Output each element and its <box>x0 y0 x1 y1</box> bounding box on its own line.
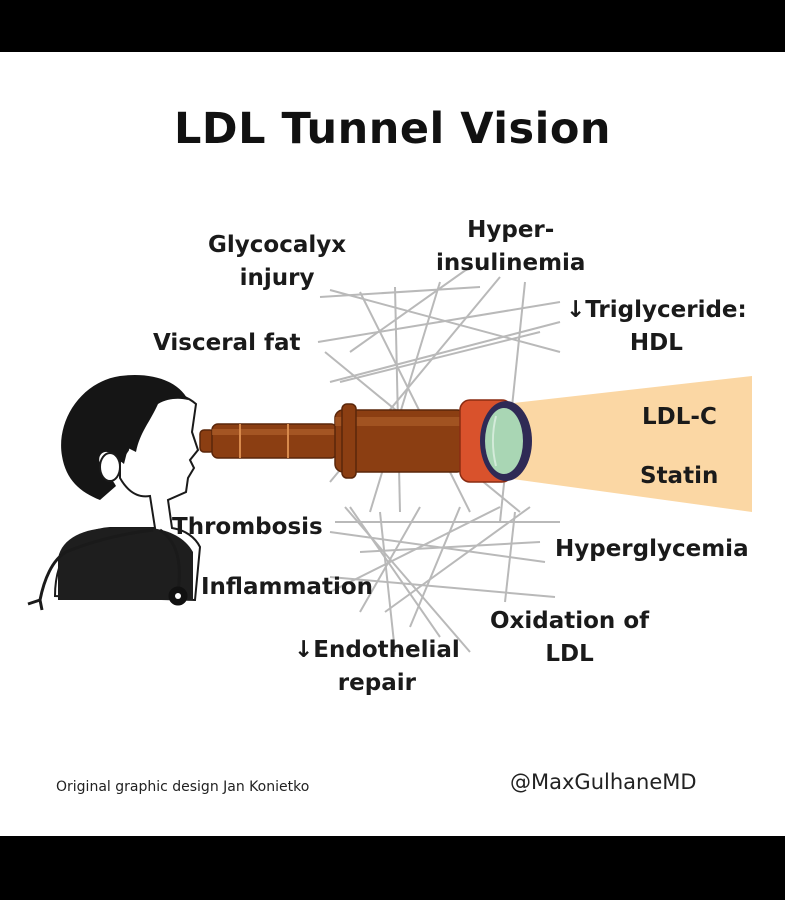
label-statin: Statin <box>640 463 719 489</box>
label-inflammation: Inflammation <box>201 574 374 600</box>
label-line: LDL <box>545 641 594 667</box>
label-line: insulinemia <box>436 250 586 276</box>
label-line: repair <box>337 670 416 696</box>
label-line: ↓Triglyceride: <box>566 297 747 323</box>
light-beam-icon <box>505 376 752 512</box>
author-handle: @MaxGulhaneMD <box>510 770 697 794</box>
label-hyperinsulinemia: Hyper- insulinemia <box>436 214 585 280</box>
telescope-icon <box>199 399 532 483</box>
person-icon <box>53 375 202 602</box>
stethoscope-icon <box>27 528 188 611</box>
label-oxidation-of-ldl: Oxidation of LDL <box>490 605 649 671</box>
tangled-lines <box>317 266 561 653</box>
label-line: Hyper- <box>467 217 555 243</box>
label-visceral-fat: Visceral fat <box>153 330 301 356</box>
shirt <box>58 528 193 600</box>
tunnel-vision-illustration <box>27 266 752 653</box>
design-credit: Original graphic design Jan Konietko <box>56 779 310 795</box>
hair <box>61 375 188 500</box>
label-line: injury <box>239 265 315 291</box>
label-endothelial-repair: ↓Endothelial repair <box>294 634 460 700</box>
label-line: HDL <box>629 330 683 356</box>
label-glycocalyx-injury: Glycocalyx injury <box>208 229 346 295</box>
label-hyperglycemia: Hyperglycemia <box>555 536 749 562</box>
label-line: Oxidation of <box>490 608 650 634</box>
label-ldl-c: LDL-C <box>642 404 717 430</box>
infographic-canvas: LDL Tunnel Vision <box>0 52 785 836</box>
label-line: Glycocalyx <box>208 232 347 258</box>
label-line: ↓Endothelial <box>294 637 460 663</box>
label-triglyceride-hdl: ↓Triglyceride: HDL <box>566 294 747 360</box>
page-title: LDL Tunnel Vision <box>173 104 612 154</box>
label-thrombosis: Thrombosis <box>172 514 323 540</box>
